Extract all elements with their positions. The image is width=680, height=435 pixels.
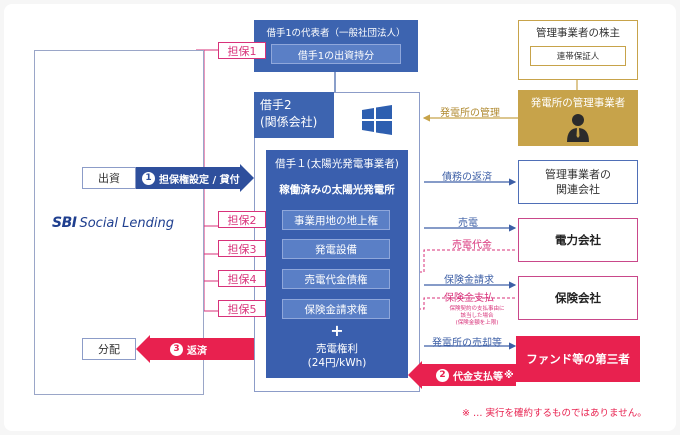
person-icon	[566, 112, 590, 142]
related-line2: 関連会社	[556, 183, 600, 196]
footnote-label: ※ … 実行を確約するものではありません。	[462, 408, 647, 419]
power-right: 売電権利 (24円/kWh)	[266, 340, 408, 372]
manager-title-label: 発電所の管理事業者	[530, 96, 626, 109]
flow-power-payment: 売電代金	[452, 236, 492, 251]
collateral-item-2: 事業用地の地上権	[282, 210, 390, 230]
power-company-box: 電力会社	[518, 218, 638, 262]
flow-debt-repayment-label: 債務の返済	[442, 172, 492, 183]
borrower1-title: 借手１(太陽光発電事業者)	[266, 154, 408, 172]
step1-label: 担保権設定 / 貸付	[159, 174, 240, 186]
manager-title: 発電所の管理事業者	[518, 94, 638, 110]
insurance-company-label: 保険会社	[555, 291, 601, 305]
footnote: ※ … 実行を確約するものではありません。	[462, 405, 647, 419]
lender-box	[34, 50, 204, 395]
flow-plant-sale: 発電所の売却等	[432, 334, 502, 349]
sbi-logo-text: SBI	[52, 215, 77, 231]
representative-item: 借手1の出資持分	[271, 44, 401, 64]
flow-management-label: 発電所の管理	[440, 108, 500, 119]
guarantor-label: 連帯保証人	[556, 52, 600, 62]
collateral-tag-2: 担保2	[218, 211, 266, 228]
distribution-box: 分配	[82, 338, 136, 360]
collateral-tag-1-label: 担保1	[227, 44, 257, 58]
flow-insurance-payment: 保険金支払	[444, 289, 494, 304]
shareholder-title-label: 管理事業者の株主	[536, 26, 620, 39]
shareholder-title: 管理事業者の株主	[518, 24, 638, 40]
flow-sell-power: 売電	[458, 214, 478, 229]
guarantor-box: 連帯保証人	[530, 46, 626, 66]
power-right-line1: 売電権利	[316, 343, 358, 355]
step2-label: 代金支払等	[453, 371, 503, 383]
collateral-tag-3: 担保3	[218, 240, 266, 257]
collateral-item-3-label: 発電設備	[315, 243, 357, 256]
collateral-tag-4-label: 担保4	[227, 272, 257, 286]
collateral-item-2-label: 事業用地の地上権	[294, 214, 378, 227]
collateral-item-4-label: 売電代金債権	[304, 273, 368, 286]
borrower1-subtitle-label: 稼働済みの太陽光発電所	[279, 183, 395, 196]
step3-label: 返済	[187, 345, 207, 357]
collateral-tag-1: 担保1	[218, 42, 266, 59]
related-company-box: 管理事業者の 関連会社	[518, 160, 638, 204]
step1-number: 1	[142, 171, 155, 185]
distribution-label: 分配	[98, 343, 120, 356]
flow-insurance-claim-label: 保険金請求	[444, 275, 494, 286]
flow-insurance-claim: 保険金請求	[444, 271, 494, 286]
collateral-item-4: 売電代金債権	[282, 269, 390, 289]
power-company-label: 電力会社	[555, 233, 601, 247]
borrower2-title-line1: 借手2	[260, 98, 292, 112]
insurance-note-line1: 保険契約の支払事由に	[449, 306, 505, 312]
lender-logo: SBI Social Lending	[52, 213, 192, 233]
borrower2-title-line2: (関係会社)	[260, 115, 318, 129]
step1-arrow: 1 担保権設定 / 貸付	[136, 164, 254, 192]
collateral-item-3: 発電設備	[282, 239, 390, 259]
borrower1-box	[266, 150, 408, 378]
collateral-tag-3-label: 担保3	[227, 242, 257, 256]
investment-label: 出資	[98, 172, 120, 185]
step2-mark: ※	[504, 369, 514, 381]
insurance-note-line2: 該当した場合	[460, 313, 494, 319]
collateral-tag-4: 担保4	[218, 270, 266, 287]
flow-plant-sale-label: 発電所の売却等	[432, 338, 502, 349]
step3-number: 3	[170, 342, 183, 356]
flow-sell-power-label: 売電	[458, 218, 478, 229]
representative-item-label: 借手1の出資持分	[297, 50, 375, 62]
flow-insurance-payment-label: 保険金支払	[444, 293, 494, 304]
step2-arrow: 2 代金支払等 ※	[408, 361, 516, 389]
borrower1-subtitle: 稼働済みの太陽光発電所	[266, 180, 408, 198]
lender-name: Social Lending	[79, 215, 174, 231]
step2-number: 2	[436, 368, 449, 382]
collateral-item-5: 保険金請求権	[282, 299, 390, 319]
plus-sign-label: +	[330, 320, 344, 340]
step3-arrow: 3 返済	[136, 335, 254, 363]
insurance-note-line3: (保険金額を上限)	[455, 320, 499, 326]
collateral-tag-2-label: 担保2	[227, 213, 257, 227]
representative-title: 借手1の代表者（一般社団法人）	[266, 28, 406, 39]
collateral-tag-5-label: 担保5	[227, 302, 257, 316]
borrower1-title-label: 借手１(太陽光発電事業者)	[275, 157, 399, 170]
plus-sign: +	[266, 320, 408, 340]
collateral-tag-5: 担保5	[218, 300, 266, 317]
borrower2-header: 借手2 (関係会社)	[254, 92, 334, 138]
representative-box: 借手1の代表者（一般社団法人） 借手1の出資持分	[254, 20, 418, 72]
windows-icon	[360, 105, 394, 135]
related-line1: 管理事業者の	[545, 168, 611, 181]
insurance-company-box: 保険会社	[518, 276, 638, 320]
flow-power-payment-label: 売電代金	[452, 240, 492, 251]
investment-box: 出資	[82, 167, 136, 189]
flow-debt-repayment: 債務の返済	[442, 168, 492, 183]
third-party-box: ファンド等の第三者	[516, 336, 640, 382]
flow-management: 発電所の管理	[440, 104, 500, 119]
third-party-label: ファンド等の第三者	[526, 352, 630, 366]
collateral-item-5-label: 保険金請求権	[304, 303, 368, 316]
power-right-line2: (24円/kWh)	[307, 357, 367, 369]
insurance-note: 保険契約の支払事由に 該当した場合 (保険金額を上限)	[432, 306, 522, 327]
